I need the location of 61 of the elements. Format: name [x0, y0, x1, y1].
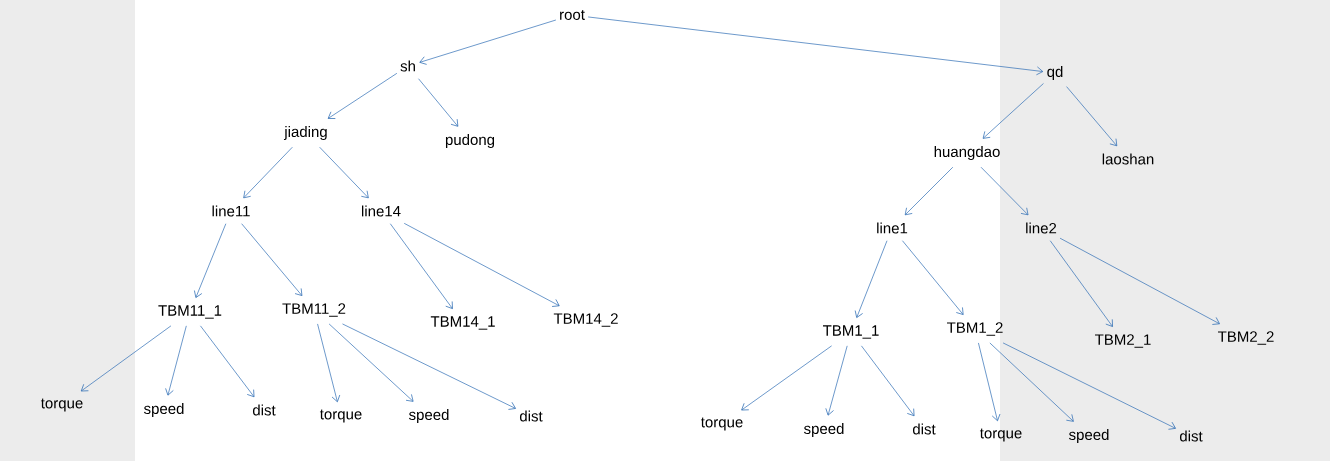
node-label: dist [912, 423, 936, 435]
node-label: torque [319, 409, 362, 423]
node-label: dist [252, 404, 276, 416]
arrow [194, 223, 227, 298]
arrow [403, 223, 560, 307]
arrow [319, 146, 369, 199]
node-label: TBM1_2 [947, 322, 1003, 336]
node-label: speed [1069, 429, 1109, 443]
node-label: TBM2_1 [1095, 334, 1151, 348]
node-label: root [560, 10, 585, 20]
node-label: dist [519, 410, 543, 422]
node-label: pudong [445, 134, 495, 148]
node-label: torque [40, 398, 83, 412]
node-label: line1 [877, 222, 908, 234]
node-label: speed [144, 403, 184, 417]
node-label: line11 [212, 205, 250, 217]
arrow [80, 325, 172, 392]
arrow [342, 323, 516, 410]
node-label: torque [700, 417, 743, 431]
arrow [904, 166, 954, 216]
arrow [317, 323, 341, 403]
arrow [241, 223, 303, 296]
node-label: TBM1_1 [823, 325, 879, 339]
node-label: TBM2_2 [1218, 331, 1274, 345]
node-label: qd [1047, 66, 1063, 80]
node-label: line2 [1026, 222, 1057, 234]
arrow [741, 345, 832, 411]
arrow [902, 240, 964, 315]
arrow [854, 240, 888, 318]
node-label: speed [804, 423, 844, 437]
node-label: line14 [362, 205, 401, 217]
arrow [243, 146, 293, 199]
node-label: huangdao [934, 146, 1000, 160]
node-label: dist [1179, 430, 1203, 442]
arrow [1002, 342, 1176, 430]
arrow [825, 345, 848, 416]
arrow [978, 342, 1001, 422]
arrow [328, 323, 414, 402]
arrow [980, 166, 1029, 216]
node-label: TBM11_1 [158, 305, 222, 319]
node-label: speed [409, 409, 449, 423]
arrow [327, 72, 398, 119]
arrow [389, 223, 453, 309]
node-label: TBM11_2 [282, 303, 346, 317]
node-label: laoshan [1102, 153, 1154, 165]
arrow [861, 345, 915, 417]
arrow [1066, 86, 1118, 147]
node-label: TBM14_2 [553, 313, 618, 327]
arrow [982, 83, 1044, 139]
arrow [200, 325, 255, 398]
arrow [419, 19, 557, 65]
node-label: torque [979, 428, 1022, 442]
arrow [1049, 240, 1113, 327]
arrow [165, 325, 187, 396]
arrow [418, 78, 459, 127]
node-label: jiading [283, 126, 327, 140]
node-label: TBM14_1 [430, 316, 495, 330]
node-label: sh [400, 60, 415, 72]
arrow [989, 342, 1074, 422]
arrow [1059, 237, 1220, 325]
arrow [587, 16, 1044, 76]
